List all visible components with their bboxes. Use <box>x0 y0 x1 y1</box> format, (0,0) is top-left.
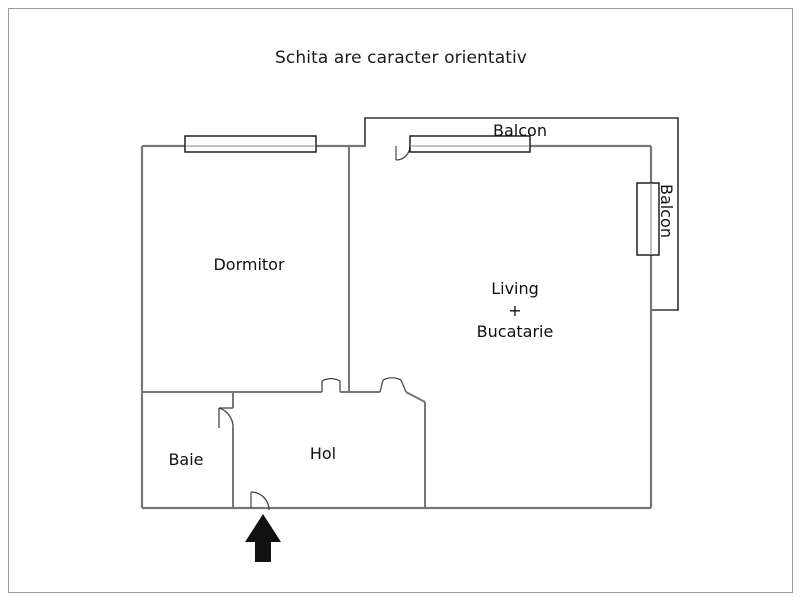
room-label-balcon-top: Balcon <box>493 121 547 140</box>
door-swing-arcs <box>218 145 411 511</box>
room-label-balcon-right: Balcon <box>657 184 676 238</box>
wall-baie-hol <box>218 392 234 508</box>
room-label-baie: Baie <box>168 450 204 469</box>
door-baie-arc <box>218 407 234 429</box>
window-balcon-top <box>409 135 531 153</box>
room-label-dormitor: Dormitor <box>213 255 285 274</box>
room-label-plus: + <box>508 300 522 320</box>
room-label-bucatarie: Bucatarie <box>476 322 554 342</box>
room-label-hol: Hol <box>309 444 337 463</box>
wall-hol-top <box>142 379 426 403</box>
door-balcon-top-arc <box>395 145 411 161</box>
room-label-living: Living <box>491 279 539 298</box>
door-hol-dormitor-arc <box>321 377 341 382</box>
door-entrance-arc <box>250 491 270 511</box>
page-title: Schita are caracter orientativ <box>275 48 527 68</box>
window-balcon-right <box>636 182 660 256</box>
window-dormitor <box>184 135 317 153</box>
door-hol-living-arc <box>382 377 402 381</box>
room-label-living-bucatarie: Living + Bucatarie <box>455 278 575 343</box>
balcon-top-outline <box>364 117 679 311</box>
entrance-arrow <box>245 514 281 562</box>
